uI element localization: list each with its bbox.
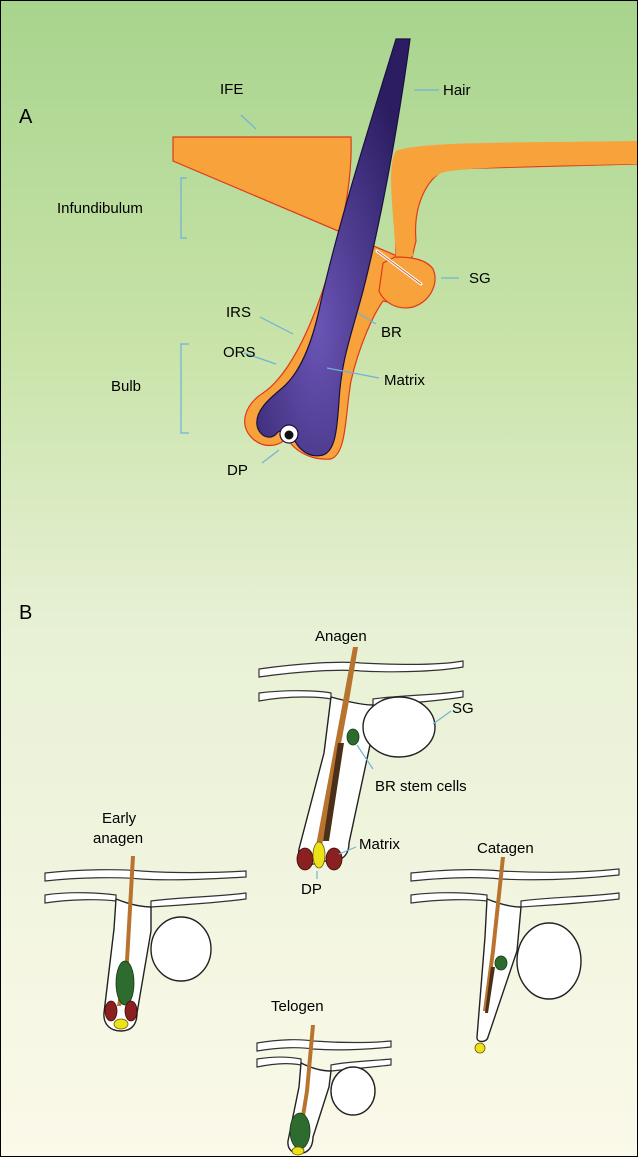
label-matrix-a: Matrix (384, 372, 425, 389)
bracket-infundibulum (181, 178, 187, 238)
label-br-stem-cells: BR stem cells (375, 778, 467, 795)
early-anagen-stem-cells (116, 961, 134, 1005)
catagen-dermal-papilla (475, 1043, 485, 1053)
leader-ife (241, 115, 256, 129)
label-early-anagen-2: anagen (93, 830, 143, 847)
leader-dp (262, 450, 279, 463)
bracket-bulb (181, 344, 189, 433)
catagen-follicle (411, 857, 619, 1053)
label-anagen: Anagen (315, 628, 367, 645)
early-anagen-dermal-papilla (114, 1019, 128, 1029)
anagen-matrix-right (326, 848, 342, 870)
label-infundibulum: Infundibulum (57, 200, 143, 217)
label-irs: IRS (226, 304, 251, 321)
label-catagen: Catagen (477, 840, 534, 857)
interfollicular-epidermis-right (391, 141, 637, 258)
telogen-follicle (257, 1025, 391, 1155)
label-sg-a: SG (469, 270, 491, 287)
early-anagen-matrix-right (125, 1001, 137, 1021)
anagen-stem-cells (347, 729, 359, 745)
dermal-papilla-core (285, 431, 294, 440)
panel-b-letter: B (19, 602, 32, 624)
label-matrix-b: Matrix (359, 836, 400, 853)
early-anagen-follicle (45, 856, 246, 1031)
label-telogen: Telogen (271, 998, 324, 1015)
leader-sg-b (433, 711, 451, 724)
catagen-stem-cells (495, 956, 507, 970)
label-bulb: Bulb (111, 378, 141, 395)
label-br: BR (381, 324, 402, 341)
telogen-stem-cells (290, 1113, 310, 1149)
label-hair: Hair (443, 82, 471, 99)
label-early-anagen-1: Early (102, 810, 137, 827)
label-ors: ORS (223, 344, 256, 361)
early-anagen-matrix-left (105, 1001, 117, 1021)
leader-irs (260, 317, 293, 334)
telogen-dermal-papilla (292, 1147, 304, 1155)
label-ife: IFE (220, 81, 243, 98)
hair-shaft (257, 39, 410, 456)
label-dp-a: DP (227, 462, 248, 479)
label-sg-b: SG (452, 700, 474, 717)
label-dp-b: DP (301, 881, 322, 898)
sebaceous-gland-a (379, 257, 435, 308)
panel-a-letter: A (19, 106, 33, 128)
anagen-matrix-left (297, 848, 313, 870)
anagen-dermal-papilla (313, 842, 325, 868)
